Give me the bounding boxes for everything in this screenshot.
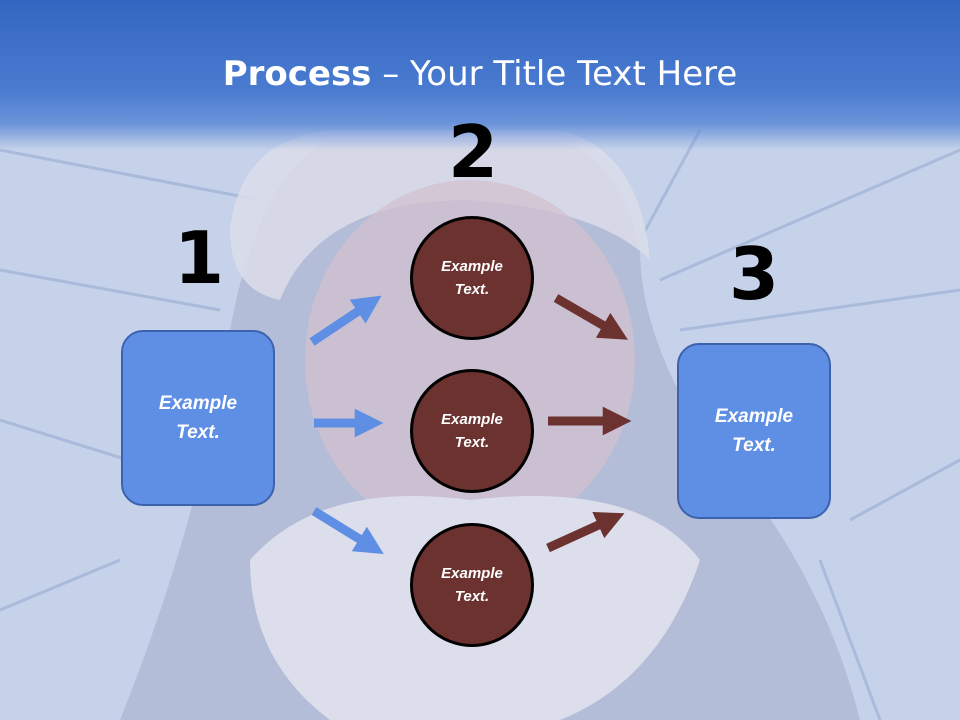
arrow-blue-up bbox=[309, 295, 382, 346]
arrow-maroon-down bbox=[553, 294, 628, 340]
step-3-text: Example Text. bbox=[714, 406, 794, 456]
circle-bottom-text: Example Text. bbox=[441, 565, 503, 605]
step-number-1: 1 bbox=[173, 216, 225, 300]
title-rest: – Your Title Text Here bbox=[371, 54, 738, 94]
slide-title: Process – Your Title Text Here bbox=[0, 52, 960, 96]
arrow-blue-down bbox=[311, 507, 384, 555]
step-1-box: Example Text. bbox=[121, 330, 275, 506]
arrow-maroon-up bbox=[546, 512, 625, 553]
circle-top-text: Example Text. bbox=[441, 258, 503, 298]
step-3-box: Example Text. bbox=[677, 343, 831, 519]
title-bold: Process bbox=[222, 54, 372, 94]
step-1-text: Example Text. bbox=[158, 393, 238, 443]
step-number-2: 2 bbox=[447, 110, 499, 194]
step-2-circle-bottom: Example Text. bbox=[410, 523, 534, 647]
step-2-circle-middle: Example Text. bbox=[410, 369, 534, 493]
circle-middle-text: Example Text. bbox=[441, 411, 503, 451]
step-number-3: 3 bbox=[728, 232, 780, 316]
step-2-circle-top: Example Text. bbox=[410, 216, 534, 340]
title-bar bbox=[0, 0, 960, 150]
